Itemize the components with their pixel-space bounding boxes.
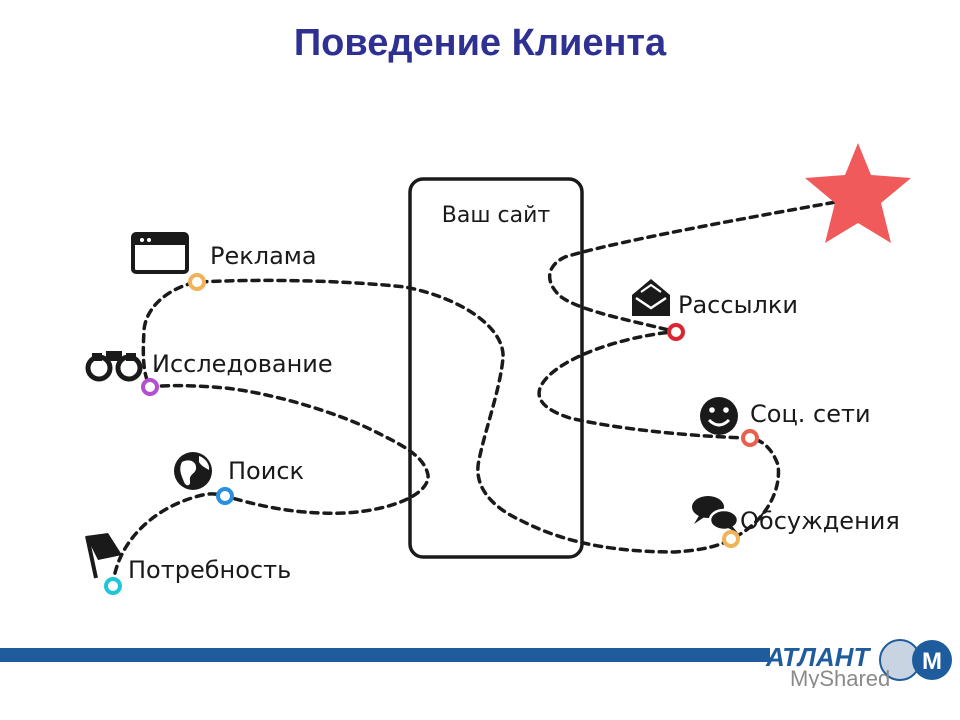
touchpoint-label: Обсуждения (740, 507, 900, 535)
touchpoint-dot (141, 378, 159, 396)
brand-logo: АТЛАНТ M MyShared (765, 639, 952, 688)
touchpoint-label: Рассылки (678, 291, 798, 319)
touchpoint-label: Реклама (210, 242, 317, 270)
touchpoint-label: Потребность (128, 556, 291, 584)
touchpoint-advertising: Реклама (131, 232, 317, 291)
website-device-frame (408, 177, 584, 559)
touchpoint-research: Исследование (85, 350, 333, 396)
website-label: Ваш сайт (442, 203, 551, 228)
envelope-icon (632, 279, 670, 316)
page-title: Поведение Клиента (293, 22, 667, 64)
touchpoint-dot (741, 429, 759, 447)
touchpoint-search: Поиск (174, 452, 304, 505)
touchpoint-need: Потребность (85, 533, 291, 595)
touchpoint-label: Соц. сети (750, 400, 871, 428)
touchpoint-label: Исследование (152, 350, 333, 378)
touchpoint-dot (667, 323, 685, 341)
browser-window-icon (131, 232, 189, 274)
binoculars-icon (85, 351, 143, 382)
chat-bubbles-icon (692, 496, 740, 533)
touchpoint-dot (216, 487, 234, 505)
flag-icon (85, 533, 122, 579)
touchpoint-mailings: Рассылки (632, 279, 798, 341)
globe-icon (174, 452, 212, 490)
footer-bar (0, 648, 770, 662)
journey-path (111, 200, 838, 588)
touchpoint-dot (188, 273, 206, 291)
star-icon (805, 143, 911, 243)
touchpoint-social: Соц. сети (700, 397, 871, 447)
touchpoint-dot (104, 577, 122, 595)
logo-text: АТЛАНТ (765, 642, 871, 672)
touchpoint-dot (722, 530, 740, 548)
watermark: MyShared (790, 666, 890, 688)
logo-letter: M (922, 648, 942, 675)
touchpoint-label: Поиск (228, 457, 304, 485)
touchpoint-discussions: Обсуждения (692, 496, 900, 548)
smiley-icon (700, 397, 738, 435)
